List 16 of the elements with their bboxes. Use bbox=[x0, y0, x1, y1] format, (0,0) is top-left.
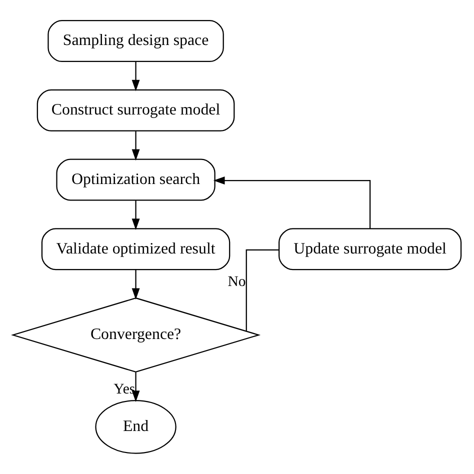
connector bbox=[246, 249, 279, 331]
edge-label: Yes bbox=[114, 382, 136, 398]
arrow bbox=[132, 131, 140, 161]
arrow bbox=[132, 270, 140, 300]
edge-label: No bbox=[228, 274, 246, 290]
arrow bbox=[132, 200, 140, 230]
node-box: Sampling design space bbox=[48, 20, 224, 62]
arrow bbox=[213, 176, 371, 229]
arrow bbox=[132, 372, 140, 402]
node-diamond: Convergence? bbox=[11, 297, 261, 373]
node-box: Construct surrogate model bbox=[36, 89, 235, 132]
node-box: Update surrogate model bbox=[278, 228, 462, 270]
node-box: Optimization search bbox=[56, 158, 216, 201]
arrow bbox=[132, 62, 140, 92]
node-ellipse: End bbox=[95, 400, 176, 454]
node-box: Validate optimized result bbox=[41, 228, 230, 270]
